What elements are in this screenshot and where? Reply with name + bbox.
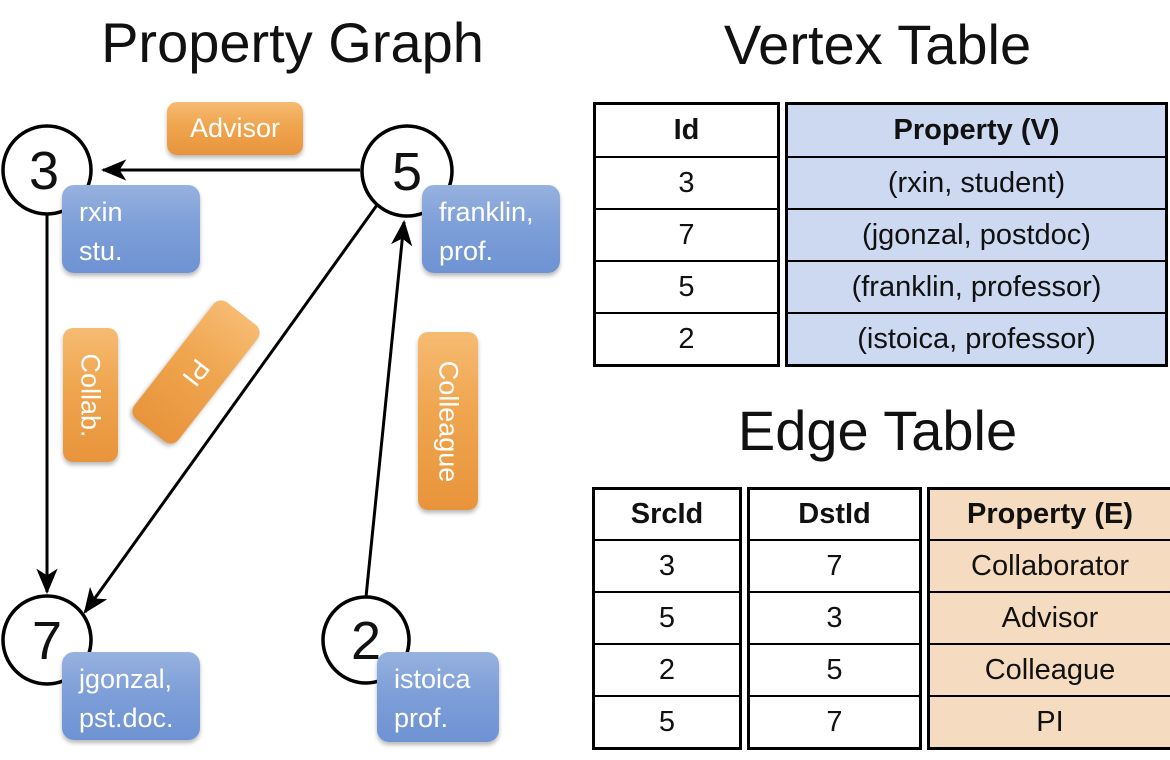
vertex-table-cell-id: 3	[596, 156, 777, 208]
edge-table-header-property: Property (E)	[930, 490, 1170, 539]
vertex-box-istoica-line1: istoica	[394, 664, 471, 694]
vertex-table-cell-id: 2	[596, 312, 777, 364]
edge-label-colleague-text: Colleague	[433, 360, 464, 482]
edge-table-cell-srcid: 2	[595, 643, 739, 695]
property-graph-title: Property Graph	[101, 11, 484, 74]
edge-2-to-5	[364, 219, 413, 598]
vertex-box-franklin-line1: franklin,	[439, 197, 534, 227]
vertex-box-jgonzal-line2: pst.doc.	[79, 703, 174, 734]
node-7-label: 7	[32, 611, 62, 671]
edge-table-cell-srcid: 5	[595, 695, 739, 747]
vertex-box-jgonzal-line1: jgonzal,	[79, 664, 173, 694]
vertex-box-istoica-line2: prof.	[394, 703, 449, 734]
vertex-table-cell-property: (franklin, professor)	[788, 260, 1165, 312]
vertex-box-franklin-line2: prof.	[439, 236, 494, 267]
vertex-table-cell-id: 7	[596, 208, 777, 260]
vertex-table-cell-property: (istoica, professor)	[788, 312, 1165, 364]
edge-label-colleague: Colleague	[418, 332, 478, 510]
edge-table-cell-property: Collaborator	[930, 539, 1170, 591]
vertex-box-rxin: rxin stu.	[62, 185, 200, 273]
vertex-table-title: Vertex Table	[723, 13, 1032, 76]
vertex-table-cell-property: (rxin, student)	[788, 156, 1165, 208]
vertex-table-property-column: Property (V) (rxin, student) (jgonzal, p…	[785, 102, 1168, 367]
vertex-table: Id 3 7 5 2 Property (V) (rxin, student) …	[593, 102, 1168, 367]
edge-table: SrcId 3 5 2 5 DstId 7 3 5 7 Property (E)…	[592, 487, 1170, 750]
edge-label-advisor-text: Advisor	[189, 113, 281, 143]
edge-table-cell-property: Advisor	[930, 591, 1170, 643]
edge-table-cell-dstid: 5	[750, 643, 919, 695]
edge-table-cell-property: PI	[930, 695, 1170, 747]
vertex-box-jgonzal: jgonzal, pst.doc.	[62, 652, 200, 740]
edge-table-cell-dstid: 3	[750, 591, 919, 643]
edge-table-cell-dstid: 7	[750, 539, 919, 591]
vertex-table-cell-property: (jgonzal, postdoc)	[788, 208, 1165, 260]
node-3-label: 3	[29, 141, 59, 201]
node-2-label: 2	[351, 611, 381, 671]
edge-table-cell-property: Colleague	[930, 643, 1170, 695]
vertex-table-header-id: Id	[673, 114, 700, 146]
edge-label-collab: Collab.	[63, 328, 118, 462]
node-5-label: 5	[392, 142, 422, 202]
vertex-box-istoica: istoica prof.	[377, 652, 499, 742]
edge-table-property-column: Property (E) Collaborator Advisor Collea…	[927, 487, 1170, 750]
edge-table-title: Edge Table	[737, 399, 1018, 462]
vertex-table-id-column: Id 3 7 5 2	[593, 102, 780, 367]
edge-table-cell-srcid: 3	[595, 539, 739, 591]
edge-table-header-dstid: DstId	[798, 498, 871, 530]
edge-table-header-srcid: SrcId	[630, 498, 704, 530]
edge-table-cell-srcid: 5	[595, 591, 739, 643]
vertex-box-rxin-line1: rxin	[79, 197, 123, 227]
edge-label-collab-text: Collab.	[76, 352, 107, 438]
vertex-table-header-property: Property (V)	[788, 105, 1165, 156]
vertex-box-rxin-line2: stu.	[79, 236, 123, 267]
vertex-table-cell-id: 5	[596, 260, 777, 312]
edge-5-to-7	[83, 204, 379, 614]
edge-table-srcid-column: SrcId 3 5 2 5	[592, 487, 742, 750]
vertex-box-franklin: franklin, prof.	[422, 185, 560, 273]
edge-label-advisor: Advisor	[167, 102, 303, 155]
edge-table-cell-dstid: 7	[750, 695, 919, 747]
edge-label-pi-text: PI	[176, 353, 217, 392]
edge-table-dstid-column: DstId 7 3 5 7	[747, 487, 922, 750]
